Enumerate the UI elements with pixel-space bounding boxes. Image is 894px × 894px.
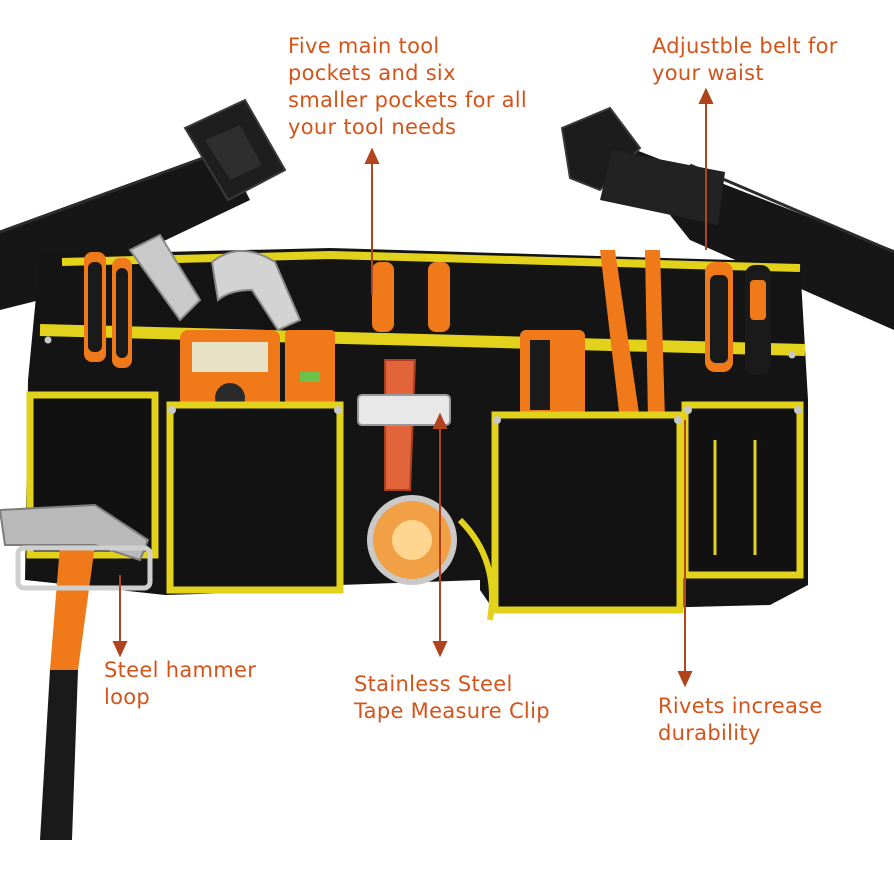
screwdriver-handles-left — [84, 252, 132, 368]
spirit-level — [285, 330, 335, 420]
open-end-wrench — [210, 250, 302, 332]
pliers-right — [600, 250, 665, 420]
callout-tape-measure-clip: Stainless Steel Tape Measure Clip — [354, 672, 550, 723]
callout-adjustable-belt: Adjustble belt for your waist — [652, 34, 838, 85]
tape-measure — [367, 495, 495, 621]
adjustable-wrench — [128, 233, 202, 322]
arrow-clip — [432, 412, 448, 658]
arrow-belt — [698, 87, 714, 250]
callout-pockets: Five main tool pockets and six smaller p… — [288, 34, 528, 139]
arrow-rivets — [677, 420, 693, 688]
arrow-pockets — [364, 147, 380, 295]
stainless-steel-clip — [357, 394, 451, 426]
plier-handles-center — [372, 262, 450, 332]
screwdriver-handles-right — [705, 262, 771, 375]
steel-hammer-loop — [15, 545, 153, 591]
left-buckle — [183, 98, 287, 202]
rivets — [44, 336, 802, 424]
utility-knife — [520, 330, 585, 420]
pocket-left — [166, 401, 344, 594]
callout-rivets: Rivets increase durability — [658, 694, 823, 745]
pocket-right — [491, 411, 684, 614]
arrow-hammer — [112, 575, 128, 658]
pocket-far-right — [681, 401, 804, 579]
right-buckle — [560, 106, 725, 225]
callout-hammer-loop: Steel hammer loop — [104, 658, 257, 709]
multimeter — [180, 330, 280, 425]
